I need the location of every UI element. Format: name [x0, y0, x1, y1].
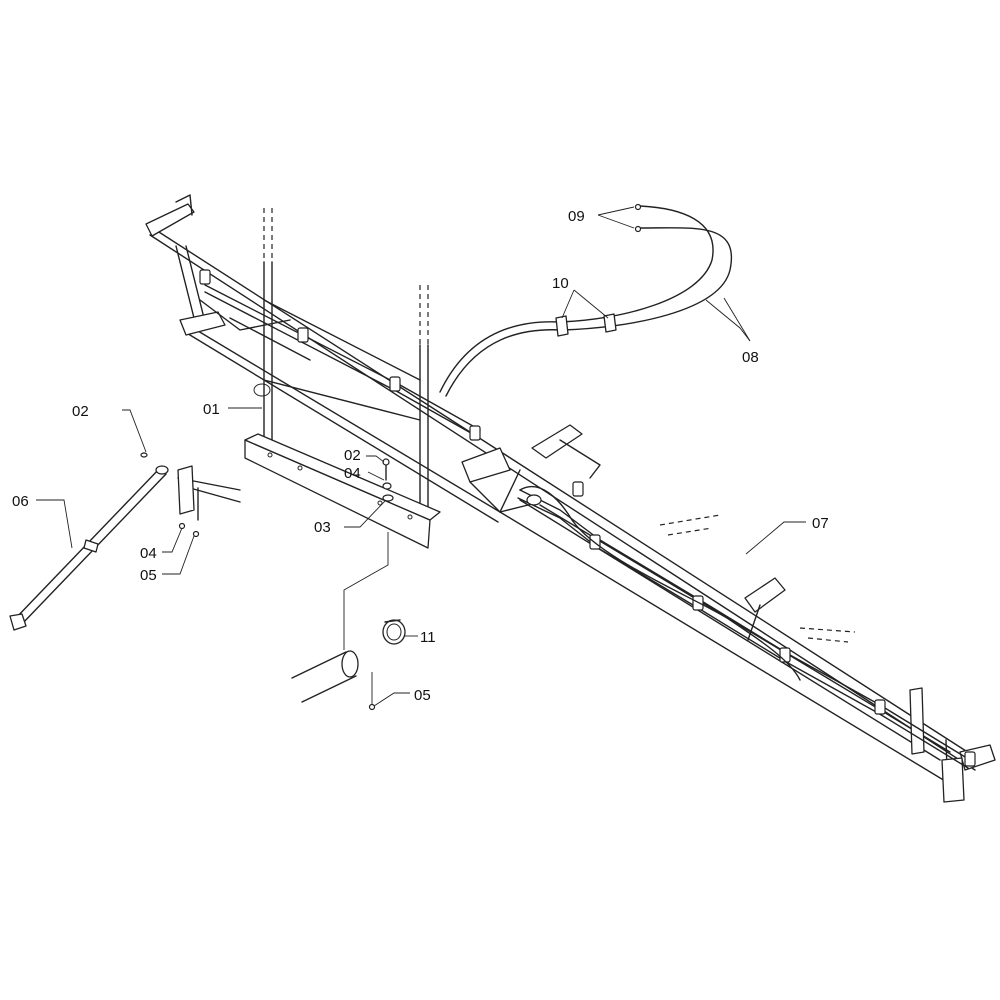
callout-09: 09 — [568, 208, 585, 225]
callout-01: 01 — [203, 401, 220, 418]
callout-06: 06 — [12, 493, 29, 510]
callout-03: 03 — [314, 519, 331, 536]
return-hoses — [439, 203, 801, 681]
plate-hardware — [382, 458, 394, 502]
mounting-frame — [244, 208, 441, 549]
callout-02: 02 — [344, 447, 361, 464]
callout-04: 04 — [140, 545, 157, 562]
callout-10: 10 — [552, 275, 569, 292]
callout-05: 05 — [414, 687, 431, 704]
nozzles — [199, 269, 976, 767]
callout-08: 08 — [742, 349, 759, 366]
callout-02: 02 — [72, 403, 89, 420]
callout-labels: 01 02 02 03 04 04 05 05 06 07 08 09 10 1… — [12, 208, 829, 704]
leader-lines — [36, 206, 806, 707]
callout-07: 07 — [812, 515, 829, 532]
tube-and-cap — [291, 619, 406, 711]
boom-frame — [145, 194, 996, 803]
callout-11: 11 — [420, 629, 436, 646]
callout-04: 04 — [344, 465, 361, 482]
callout-05: 05 — [140, 567, 157, 584]
side-arm — [9, 452, 241, 631]
